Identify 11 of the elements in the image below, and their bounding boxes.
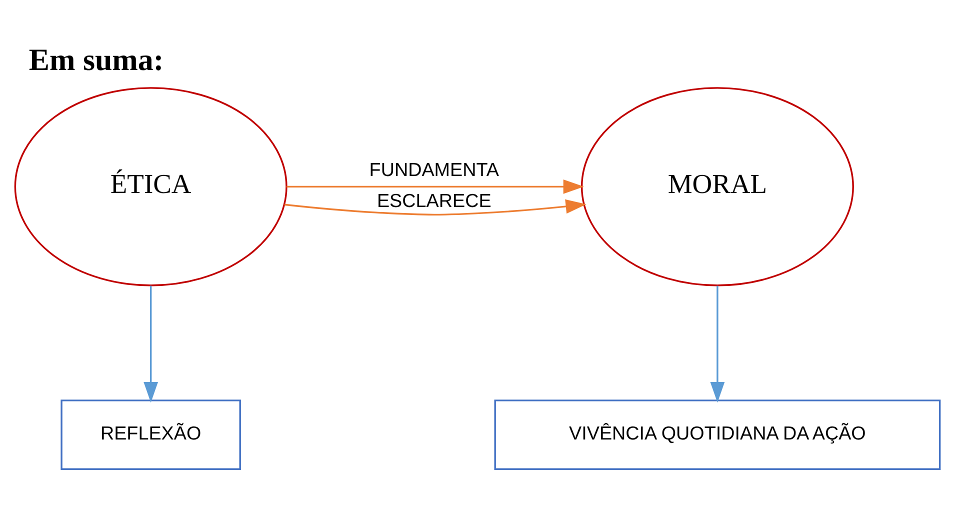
- arrow: [710, 285, 725, 402]
- arrow: [144, 285, 158, 402]
- node-ellipse: ÉTICA: [14, 86, 288, 286]
- node-ellipse: MORAL: [580, 86, 854, 286]
- arrow: [286, 178, 584, 194]
- diagram-title: Em suma:: [28, 41, 164, 76]
- edge-label: FUNDAMENTA: [369, 160, 499, 181]
- node-box: VIVÊNCIA QUOTIDIANA DA AÇÃO: [494, 399, 941, 470]
- edge-label: ESCLARECE: [376, 190, 492, 212]
- node-box: REFLEXÃO: [60, 399, 241, 470]
- arrow: [284, 198, 586, 216]
